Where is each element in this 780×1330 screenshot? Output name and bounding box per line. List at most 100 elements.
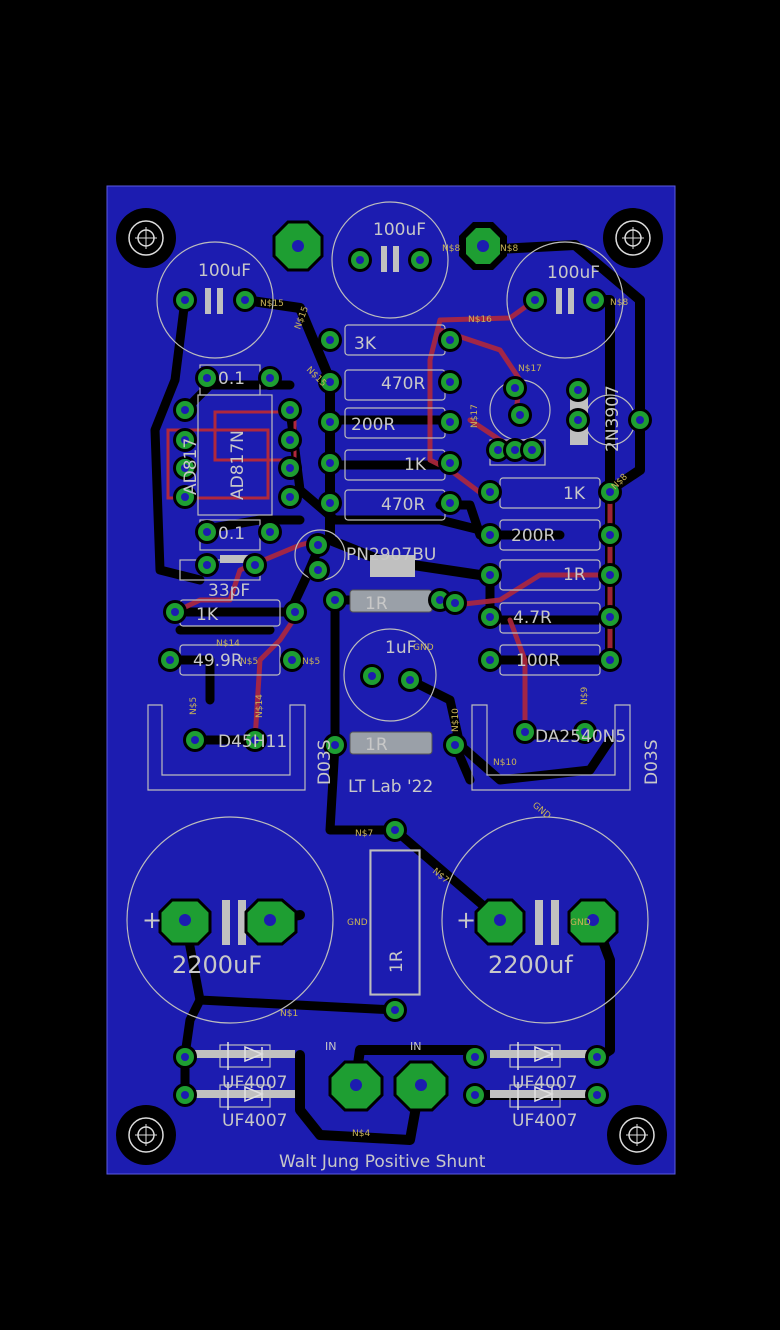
pad-drill: [486, 488, 494, 496]
net-label: N$8: [610, 298, 628, 308]
label-d45h11: D45H11: [218, 732, 287, 752]
label-uf4007-3: UF4007: [512, 1073, 578, 1093]
pad-drill: [171, 608, 179, 616]
pad-drill: [416, 256, 424, 264]
net-label: N$14: [255, 694, 265, 718]
label-r-49-9: 49.9R: [193, 651, 243, 671]
label-r-200-a: 200R: [351, 415, 395, 435]
label-c-100uf-top: 100uF: [373, 220, 426, 240]
label-r-470-a: 470R: [381, 374, 425, 394]
label-uf4007-2: UF4007: [222, 1111, 288, 1131]
pad-drill: [486, 656, 494, 664]
net-label: N$7: [355, 829, 373, 839]
label-c-100uf-left: 100uF: [198, 261, 251, 281]
pad-drill: [331, 741, 339, 749]
net-label: N$16: [468, 315, 492, 325]
pad-drill: [606, 571, 614, 579]
mounting-holes: [116, 208, 667, 1165]
pad-drill: [593, 1091, 601, 1099]
pad-drill: [181, 296, 189, 304]
mounting-hole-bl: [116, 1105, 176, 1165]
net-label: N$17: [518, 364, 542, 374]
pad-drill: [166, 656, 174, 664]
label-r-1r-a: 1R: [365, 594, 388, 614]
pad-drill: [528, 446, 536, 454]
label-in-b: IN: [410, 1040, 421, 1053]
pad-drill: [203, 374, 211, 382]
label-ic-ad817-b: AD817N: [228, 430, 248, 500]
pad-drill: [286, 436, 294, 444]
label-c-01-a: 0.1: [218, 369, 245, 389]
pad-drill: [286, 464, 294, 472]
pad-drill: [451, 599, 459, 607]
pad-drill: [406, 676, 414, 684]
net-label: N$5: [302, 657, 320, 667]
label-c-1uf: 1uF: [385, 638, 416, 658]
pad-drill: [446, 459, 454, 467]
net-labels: N$15 N$15 N$15 N$8 N$8 N$8 N$8 N$16 N$17…: [189, 244, 630, 1139]
pad-drill: [291, 608, 299, 616]
label-c-33pf: 33pF: [208, 581, 250, 601]
net-label: N$5: [189, 697, 199, 715]
pad-drill: [356, 256, 364, 264]
pad-drill: [181, 493, 189, 501]
board-title: Walt Jung Positive Shunt: [279, 1152, 486, 1172]
pad-drill: [574, 416, 582, 424]
pad-drill: [181, 464, 189, 472]
pad-drill: [574, 386, 582, 394]
pad-drill: [241, 296, 249, 304]
label-r-1r-b: 1R: [563, 565, 586, 585]
label-uf4007-4: UF4007: [512, 1111, 578, 1131]
pad-drill: [451, 741, 459, 749]
label-c-100uf-right: 100uF: [547, 263, 600, 283]
net-label: N$4: [352, 1129, 370, 1139]
pad-drill: [471, 1053, 479, 1061]
net-label: GND: [570, 918, 591, 928]
pad-drill: [391, 1006, 399, 1014]
net-label: N$10: [451, 708, 461, 732]
label-r-1r-c: 1R: [365, 735, 388, 755]
pad-drill: [486, 613, 494, 621]
pad-drill: [471, 1091, 479, 1099]
pad-drill: [531, 296, 539, 304]
net-label: N$1: [280, 1009, 298, 1019]
pad-drill: [288, 656, 296, 664]
pad-drill: [511, 384, 519, 392]
label-r-1k-b: 1K: [563, 484, 586, 504]
pad-drill: [581, 728, 589, 736]
pad-drill: [494, 446, 502, 454]
pad-drill: [314, 541, 322, 549]
label-heatsink-right: D03S: [642, 739, 662, 785]
label-ic-ad817-a: AD817: [181, 438, 201, 495]
label-uf4007-1: UF4007: [222, 1073, 288, 1093]
label-r-1r-d: 1R: [387, 950, 407, 973]
net-label: N$5: [240, 657, 258, 667]
pad-drill: [326, 459, 334, 467]
power-pads: [158, 220, 619, 1112]
pad-drill: [286, 493, 294, 501]
through-hole-pads: [158, 248, 652, 1107]
pad-drill: [446, 418, 454, 426]
pad-drill: [326, 418, 334, 426]
pad-drill: [203, 528, 211, 536]
pad-drill: [593, 1053, 601, 1061]
pad-drill: [181, 436, 189, 444]
label-r-4-7: 4.7R: [513, 608, 552, 628]
pad-drill: [326, 499, 334, 507]
label-c-01-b: 0.1: [218, 524, 245, 544]
pad-drill: [181, 1053, 189, 1061]
net-label: N$15: [260, 299, 284, 309]
pad-drill: [391, 826, 399, 834]
pad-drill: [326, 336, 334, 344]
label-r-1k-a: 1K: [404, 455, 427, 475]
mounting-hole-tr: [603, 208, 663, 268]
pad-drill: [331, 596, 339, 604]
label-r-100: 100R: [516, 651, 560, 671]
label-r-470-b: 470R: [381, 495, 425, 515]
lab-mark: LT Lab '22: [348, 777, 433, 797]
pad-drill: [181, 1091, 189, 1099]
pad-drill: [606, 531, 614, 539]
pad-drill: [606, 613, 614, 621]
label-q-2n3907: 2N3907: [603, 385, 623, 452]
